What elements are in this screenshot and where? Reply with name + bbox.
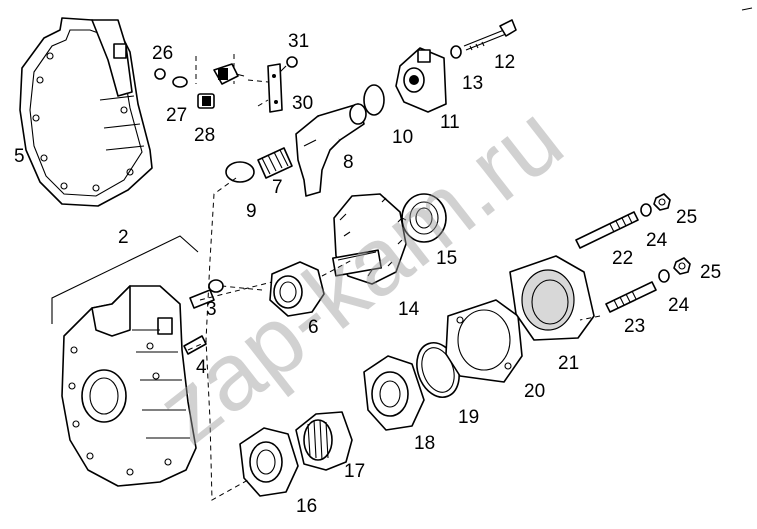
part-31-screw [279, 56, 298, 73]
callout-11: 11 [440, 112, 460, 133]
part-6-bearing [269, 261, 325, 317]
part-7-spring [257, 147, 293, 179]
part-25-nut-lower [673, 257, 691, 275]
part-23-stud [605, 281, 657, 313]
callout-19: 19 [458, 407, 479, 428]
part-15-bearing [401, 193, 447, 243]
part-30-plate [267, 63, 283, 113]
bracket-2 [51, 235, 199, 324]
callout-26: 26 [152, 43, 173, 64]
part-2-housing [61, 285, 197, 487]
part-28-plug [197, 93, 215, 109]
corner-mark [741, 7, 753, 11]
part-21-bearing-cover [509, 255, 595, 341]
callout-3: 3 [206, 299, 217, 320]
part-10-o-ring [363, 84, 385, 116]
callout-20: 20 [524, 381, 545, 402]
assembly-lines [187, 79, 601, 501]
callout-18: 18 [414, 433, 435, 454]
part-24-washer-lower [658, 269, 670, 283]
callout-13: 13 [462, 73, 483, 94]
callout-30: 30 [292, 93, 313, 114]
part-20-gasket [445, 299, 523, 383]
callout-25-upper: 25 [676, 207, 697, 228]
callout-5: 5 [14, 146, 25, 167]
part-27-o-ring [172, 76, 188, 88]
callout-2: 2 [118, 227, 129, 248]
callout-10: 10 [392, 127, 413, 148]
part-25-nut-upper [653, 193, 671, 211]
callout-9: 9 [246, 201, 257, 222]
callout-23: 23 [624, 316, 645, 337]
callout-16: 16 [296, 496, 317, 517]
callout-28: 28 [194, 125, 215, 146]
part-11-housing [395, 47, 447, 113]
callout-27: 27 [166, 105, 187, 126]
part-9-disc [225, 161, 255, 183]
callout-6: 6 [308, 317, 319, 338]
part-5-gasket-cover [19, 17, 153, 207]
callout-8: 8 [343, 152, 354, 173]
part-17-splined-sleeve [295, 411, 353, 471]
part-24-washer-upper [640, 203, 652, 217]
callout-22: 22 [612, 248, 633, 269]
callout-24-lower: 24 [668, 295, 690, 316]
callout-31: 31 [288, 31, 309, 52]
callout-labels: 2 3 4 5 6 7 8 9 10 11 12 13 14 15 16 17 … [14, 31, 721, 517]
sensor-switch [195, 54, 245, 85]
part-12-bolt [463, 19, 517, 51]
part-8-shift-fork [295, 103, 367, 197]
part-16-bearing [239, 427, 299, 497]
callout-14: 14 [398, 299, 420, 320]
callout-25-lower: 25 [700, 262, 721, 283]
part-14-gear-shaft [331, 193, 407, 285]
callout-7: 7 [272, 177, 283, 198]
part-26-ball [154, 68, 166, 80]
callout-21: 21 [558, 353, 579, 374]
callout-15: 15 [436, 248, 457, 269]
callout-4: 4 [196, 357, 207, 378]
part-13-washer [450, 45, 462, 59]
callout-24-upper: 24 [646, 230, 668, 251]
part-22-stud [575, 211, 639, 249]
callout-17: 17 [344, 461, 365, 482]
part-18-bearing [363, 355, 425, 431]
callout-12: 12 [494, 52, 515, 73]
